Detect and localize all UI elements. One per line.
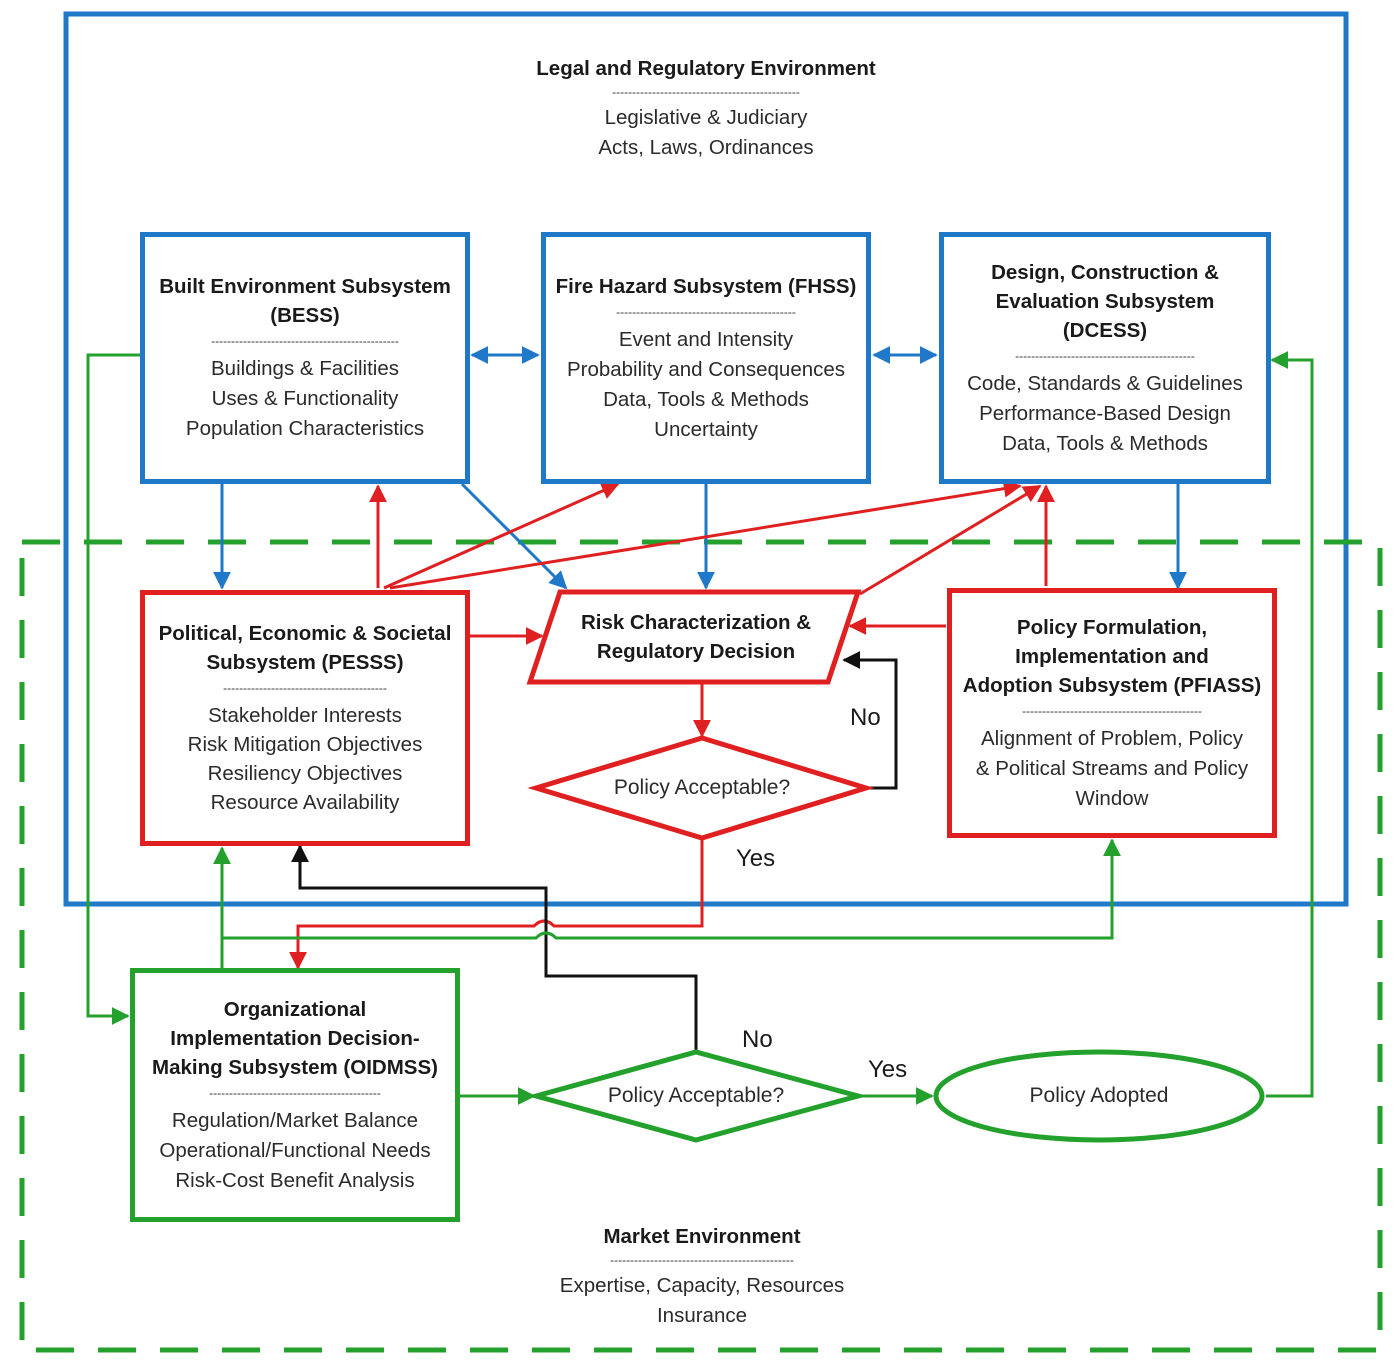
dcess-box: Design, Construction & Evaluation Subsys… [939,232,1271,484]
pfiass-title: Implementation and [1015,644,1209,668]
decision-diamond-bottom [526,1049,868,1143]
fhss-item: Data, Tools & Methods [603,387,809,411]
arrow-pesss-fhss [383,482,620,590]
arrow-bess-oidmss [86,353,140,1025]
fhss-box: Fire Hazard Subsystem (FHSS) -----------… [541,232,871,484]
arrow-decision-yes-oidmss [289,838,704,970]
oidmss-title: Organizational [223,997,367,1021]
decision-bottom-yes-label: Yes [868,1056,908,1083]
bess-item: Uses & Functionality [211,387,399,410]
arrow-pesss-dcess [389,479,1022,590]
market-environment-frame [19,539,1383,1353]
decision-top-text: Policy Acceptable? [613,776,791,799]
dcess-title: Design, Construction & [991,260,1219,284]
bess-title: (BESS) [270,304,340,327]
decision-bottom-no-label: No [742,1026,773,1053]
fhss-divider: ----------------------------------------… [616,304,796,319]
policy-adopted-text: Policy Adopted [1029,1084,1169,1107]
oidmss-title: Implementation Decision- [170,1026,420,1050]
pesss-box: Political, Economic & Societal Subsystem… [140,590,470,846]
bess-divider: ----------------------------------------… [211,334,399,348]
market-environment-title: Market Environment [603,1225,801,1248]
pesss-divider: ----------------------------------------… [223,681,387,695]
policy-adopted-ellipse [933,1049,1265,1143]
legal-environment-divider: ----------------------------------------… [612,85,800,99]
decision-top-no-label: No [850,704,881,731]
dcess-title: Evaluation Subsystem [995,289,1215,313]
risk-decision-line: Risk Characterization & [580,611,812,634]
pesss-item: Stakeholder Interests [208,704,402,727]
dcess-item: Data, Tools & Methods [1002,431,1208,455]
pesss-item: Risk Mitigation Objectives [187,733,423,756]
oidmss-item: Regulation/Market Balance [171,1108,419,1132]
arrow-risk-dcess [859,484,1042,596]
pfiass-title: Policy Formulation, [1016,615,1208,639]
oidmss-item: Risk-Cost Benefit Analysis [175,1168,415,1192]
pesss-title: Political, Economic & Societal [158,622,452,645]
risk-decision-label: Risk Characterization & Regulatory Decis… [548,598,844,676]
market-environment-line: Insurance [656,1304,748,1327]
pfiass-divider: ----------------------------------------… [1022,703,1202,718]
bess-item: Population Characteristics [185,417,425,440]
legal-environment-line: Legislative & Judiciary [604,106,808,129]
arrow-adopted-dcess [1266,351,1314,1098]
decision-top-yes-label: Yes [736,845,776,872]
legal-environment-line: Acts, Laws, Ordinances [598,136,814,159]
market-environment-line: Expertise, Capacity, Resources [559,1274,845,1297]
arrow-bess-risk [460,482,568,590]
oidmss-box: Organizational Implementation Decision- … [130,968,460,1222]
bess-box: Built Environment Subsystem (BESS) -----… [140,232,470,484]
pesss-item: Resource Availability [210,791,400,814]
pesss-title: Subsystem (PESSS) [206,651,404,674]
oidmss-title: Making Subsystem (OIDMSS) [152,1055,438,1079]
decision-diamond-top [527,735,875,841]
decision-bottom-text: Policy Acceptable? [607,1084,785,1107]
dcess-item: Code, Standards & Guidelines [967,371,1243,395]
pesss-item: Resiliency Objectives [207,762,403,785]
legal-environment-title: Legal and Regulatory Environment [536,57,876,80]
market-environment-label: Market Environment ---------------------… [500,1222,904,1331]
fhss-title: Fire Hazard Subsystem (FHSS) [555,274,857,298]
pfiass-item: & Political Streams and Policy [975,756,1249,780]
oidmss-item: Operational/Functional Needs [159,1138,431,1162]
risk-decision-parallelogram [526,589,862,685]
arrow-decision-no-risk [842,651,898,790]
pfiass-item: Alignment of Problem, Policy [980,726,1244,750]
pfiass-box: Policy Formulation, Implementation and A… [947,588,1277,838]
oidmss-divider: ----------------------------------------… [209,1085,381,1100]
fhss-item: Uncertainty [654,417,758,441]
dcess-divider: ----------------------------------------… [1015,348,1195,363]
arrow-oidmss-pfiass [222,838,1121,940]
pfiass-item: Window [1075,786,1149,810]
fhss-item: Probability and Consequences [566,357,846,381]
dcess-title: (DCESS) [1062,318,1148,342]
dcess-item: Performance-Based Design [979,401,1231,425]
risk-decision-line: Regulatory Decision [596,640,796,663]
fhss-item: Event and Intensity [618,327,794,351]
market-environment-divider: ----------------------------------------… [610,1253,794,1267]
bess-title: Built Environment Subsystem [159,275,451,298]
legal-environment-frame [63,11,1349,907]
legal-environment-label: Legal and Regulatory Environment -------… [500,54,912,163]
bess-item: Buildings & Facilities [211,357,399,380]
pfiass-title: Adoption Subsystem (PFIASS) [962,673,1262,697]
